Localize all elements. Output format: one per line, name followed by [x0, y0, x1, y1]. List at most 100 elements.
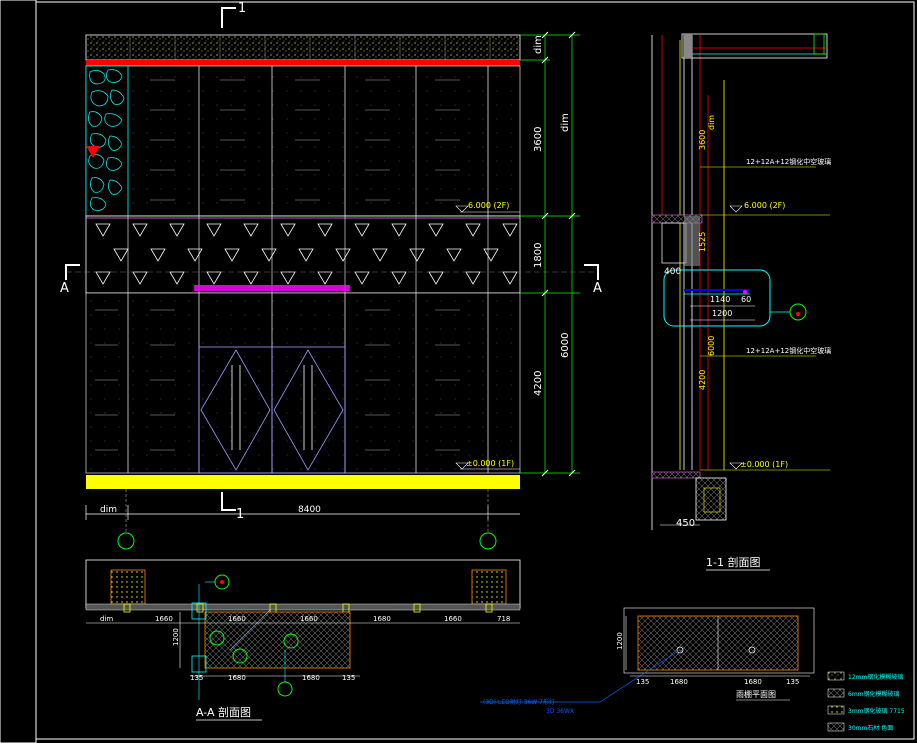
material-legend: [827, 671, 845, 732]
canopy-dim-0: 135: [636, 678, 649, 686]
red-triangle-mark: [86, 146, 100, 158]
sec-dim-6000: 6000: [707, 336, 716, 356]
plan-dim-2: 1660: [228, 615, 246, 623]
decorative-triangle: [95, 223, 111, 237]
elevation-bottom-dimension: [85, 489, 520, 532]
glass-label-upper: 12+12A+12钢化中空玻璃: [746, 157, 831, 166]
decorative-triangle: [298, 248, 314, 262]
elev-dim-parapet: dim: [533, 35, 544, 54]
section-mark-bottom: [221, 492, 236, 511]
level-marker-2f: 6.000 (2F): [455, 201, 520, 213]
decorative-triangle: [187, 248, 203, 262]
decorative-triangle: [243, 223, 259, 237]
stone-column: [85, 65, 129, 217]
sec-level-2f-label: 6.000 (2F): [744, 201, 785, 210]
decorative-triangle: [446, 248, 462, 262]
legend-swatch-4: [827, 722, 845, 732]
elev-bottom-dim-left: dim: [100, 505, 117, 515]
plan-dim-left: 1200: [172, 628, 180, 646]
elev-dim-upper: dim: [560, 113, 571, 132]
magenta-canopy-strip: [194, 285, 350, 291]
sec-dim-4200: 4200: [698, 370, 707, 390]
decorative-triangle: [502, 223, 518, 237]
canopy-plan-drawing: [480, 607, 815, 703]
sec-level-2f: 6.000 (2F): [729, 201, 785, 213]
section-mark-bottom-number: 1: [236, 507, 244, 522]
sec-dim-60: 60: [741, 295, 751, 304]
decorative-triangle: [317, 271, 333, 285]
elev-dim-4200: 4200: [533, 371, 544, 396]
sec-level-1f: ±0.000 (1F): [729, 460, 788, 470]
red-fascia: [86, 60, 520, 66]
sec-dim-400: 400: [664, 267, 681, 277]
legend-label-3: 3mm钢化玻璃 7715: [848, 707, 905, 715]
plan-dim-1: 1660: [155, 615, 173, 623]
decorative-triangle: [132, 223, 148, 237]
decorative-triangle: [150, 248, 166, 262]
front-elevation: [85, 34, 521, 489]
plan-bottom-dim-1: 1680: [228, 674, 246, 682]
sec-dim-upper: dim: [707, 115, 716, 130]
sec-dim-1525: 1525: [698, 232, 707, 252]
level-marker-1f: ±0.000 (1F): [455, 459, 520, 470]
elev-dim-1800: 1800: [533, 243, 544, 268]
section-mark-left-letter: A: [60, 281, 69, 296]
axis-bubble-right: [479, 532, 497, 550]
plan-dim-6: 718: [497, 615, 510, 623]
parapet-band: [85, 34, 521, 61]
decorative-triangle: [113, 248, 129, 262]
axis-bubble-left: [117, 532, 135, 550]
elev-dim-6000: 6000: [560, 333, 571, 358]
decorative-triangle: [261, 248, 277, 262]
elev-dim-3600: 3600: [533, 127, 544, 152]
canopy-detail-callout: [663, 269, 771, 327]
section-1-1-drawing: [651, 33, 828, 530]
column-left: [110, 569, 146, 605]
canopy-dim-2: 1680: [744, 678, 762, 686]
sec-dim-450: 450: [676, 518, 695, 529]
decorative-triangle: [169, 223, 185, 237]
canopy-dim-left: 1200: [616, 632, 624, 650]
detail-bubble: [789, 303, 807, 321]
canopy-note-line2: 3D 36WX: [546, 708, 574, 715]
plan-a-a-drawing: [85, 559, 521, 700]
entrance-doors: [198, 346, 346, 474]
legend-swatch-2: [827, 688, 845, 698]
elevation-dimension-lines: [520, 34, 580, 474]
section-mark-left: [65, 264, 80, 280]
sec-dim-3600: 3600: [698, 130, 707, 150]
plan-bottom-dim-3: 135: [342, 674, 355, 682]
level-2f-label: 6.000 (2F): [468, 201, 509, 210]
decorative-triangle: [428, 223, 444, 237]
level-1f-label: ±0.000 (1F): [466, 459, 514, 468]
legend-swatch-1: [827, 671, 845, 681]
canopy-plan-outline: [204, 611, 351, 669]
sec-dim-1200: 1200: [712, 309, 732, 318]
legend-label-4: 30mm石材 色面: [848, 724, 893, 732]
canopy-note-line1: (3D) LED射灯 36W 7形灯: [483, 698, 555, 706]
section-1-1-title: 1-1 剖面图: [706, 555, 760, 569]
decorative-triangle: [224, 248, 240, 262]
plan-dim-5: 1660: [444, 615, 462, 623]
decorative-triangle: [335, 248, 351, 262]
glass-label-lower: 12+12A+12钢化中空玻璃: [746, 346, 831, 355]
decorative-triangle: [409, 248, 425, 262]
plan-a-a-title: A-A 剖面图: [196, 705, 251, 719]
column-right: [471, 569, 507, 605]
legend-label-2: 6mm钢化模糊玻璃: [848, 690, 900, 698]
elev-bottom-dim-total: 8400: [298, 505, 321, 515]
legend-swatch-3: [827, 705, 845, 715]
decorative-triangle: [391, 223, 407, 237]
sec-dim-1140: 1140: [710, 295, 730, 304]
decorative-triangle: [465, 223, 481, 237]
plan-dim-3: 1660: [300, 615, 318, 623]
section-mark-right: [584, 264, 599, 280]
plan-dim-4: 1680: [373, 615, 391, 623]
decorative-triangle: [280, 223, 296, 237]
plan-bottom-dim-0: 135: [190, 674, 203, 682]
decorative-triangle: [483, 248, 499, 262]
decorative-triangle: [206, 223, 222, 237]
canopy-plan-title: 雨棚平面图: [736, 689, 776, 699]
